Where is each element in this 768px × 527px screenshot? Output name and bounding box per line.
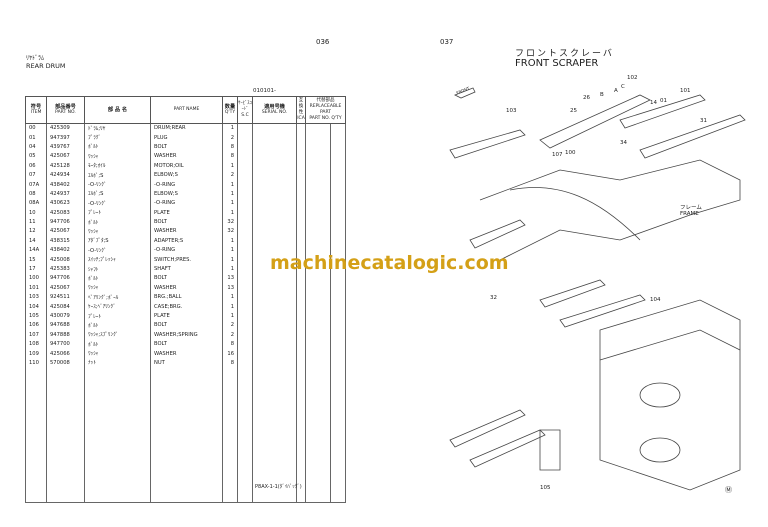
callout-label: 100 [565,150,576,156]
watermark: machinecatalogic.com [270,252,509,274]
cell-repl-qty [330,170,346,180]
cell-repl-qty [330,142,346,152]
callout-label: B [600,92,604,98]
cell-repl-qty [330,339,346,349]
callout-label: 102 [627,75,638,81]
cell-repl-qty [330,236,346,246]
callout-label: 103 [506,108,517,114]
section-title: REAR DRUM [26,62,66,70]
frame-label: FRAME [680,211,699,217]
callout-label: C [621,84,625,90]
callout-label: 105 [540,485,551,491]
callout-label: 107 [552,152,563,158]
cell-repl-qty [330,189,346,199]
cell-repl-qty [330,208,346,218]
section-title-jp: ﾘﾔﾄﾞﾗﾑ [26,55,45,62]
page-footer: P8AX-1-1(ﾀﾞｲﾊﾞｯｸﾞ) [255,484,302,490]
callout-label: 31 [700,118,707,124]
callout-label: 104 [650,297,661,303]
cell-repl-qty [330,348,346,359]
cell-repl-qty [330,132,346,143]
cell-repl-qty [330,311,346,321]
callout-label: 26 [583,95,590,101]
callout-label: 101 [680,88,691,94]
cell-repl-qty [330,301,346,312]
serial-range: 010101- [253,88,276,94]
callout-label: 34 [620,140,627,146]
cell-repl-qty [330,123,346,133]
cell-repl-qty [330,179,346,190]
cell-repl-qty [330,330,346,340]
cell-repl-qty [330,198,346,209]
cell-repl-qty [330,161,346,171]
cell-repl-qty [330,320,346,331]
callout-label: 32 [490,295,497,301]
cell-repl-qty [330,283,346,293]
cell-repl-qty [330,292,346,302]
cell-repl-qty [330,264,346,274]
cell-repl-qty [330,273,346,284]
front-arrow [454,87,476,99]
frame-label-jp: フレーム [680,205,702,211]
cell-repl-qty [330,254,346,265]
cell-repl-qty [330,226,346,237]
col-part-name: PART NAME [150,96,223,124]
callout-label: A [614,88,618,94]
cell-repl-qty [330,151,346,162]
page-number-right: 037 [440,38,454,46]
cell-repl-qty [330,358,346,368]
cell-repl-qty [330,217,346,227]
cell-repl-qty [330,245,346,255]
m-mark: Ⓜ [725,486,732,494]
diagram-title-jp: フロントスクレーバ [515,49,614,59]
page-number-left: 036 [316,38,330,46]
callout-label: 01 [660,98,667,104]
col-name-jp: 部 品 名 [84,96,151,124]
callout-label: 25 [570,108,577,114]
callout-label: 14 [650,100,657,106]
diagram-title: FRONT SCRAPER [515,58,599,69]
